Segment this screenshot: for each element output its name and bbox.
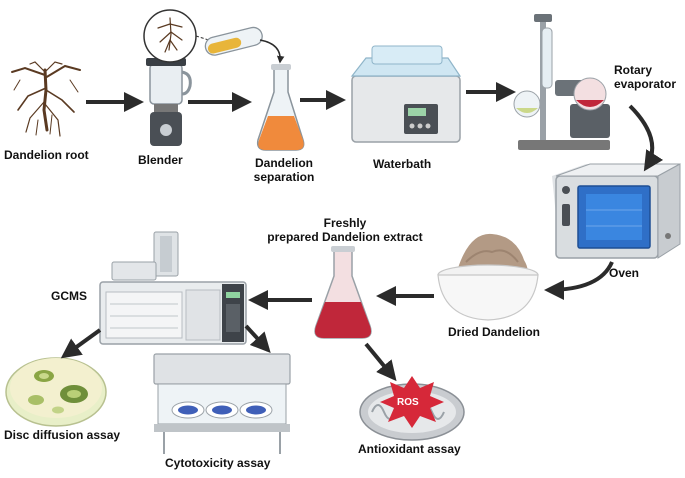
oven-icon (552, 163, 681, 259)
label-dried-dandelion: Dried Dandelion (448, 325, 541, 339)
label-ros: ROS (397, 397, 419, 408)
arrow-oven-to-bowl (544, 261, 614, 300)
label-rotary-evaporator: Rotary evaporator (614, 63, 676, 91)
arrow-gcms-to-cabinet (244, 324, 271, 353)
ros-burst-icon (380, 376, 444, 428)
label-rotary-line2: evaporator (614, 77, 677, 91)
label-waterbath: Waterbath (373, 157, 432, 171)
label-cytotoxicity: Cytotoxicity assay (165, 456, 271, 470)
waterbath-icon (350, 45, 462, 143)
label-rotary-line1: Rotary (614, 63, 653, 77)
label-gcms: GCMS (51, 289, 87, 303)
flask-red-icon (314, 246, 372, 339)
label-oven: Oven (609, 266, 640, 280)
arrow-flask-to-mitochondrion (364, 342, 397, 382)
label-fresh-extract: Freshly prepared Dandelion extract (260, 216, 430, 244)
tube-pour-arrow (259, 39, 285, 64)
flask-orange-icon (256, 64, 305, 151)
root-sample-inset-icon (143, 9, 216, 63)
label-dandelion-separation-line2: separation (253, 170, 315, 184)
label-blender: Blender (138, 153, 183, 167)
petri-dish-icon (5, 357, 107, 427)
label-dandelion-separation-line1: Dandelion (254, 156, 313, 170)
test-tube-icon (204, 26, 263, 56)
label-dandelion-separation: Dandelion separation (252, 156, 316, 184)
label-antioxidant: Antioxidant assay (358, 442, 461, 456)
flow-arrows (60, 82, 664, 382)
label-fresh-extract-line2: prepared Dandelion extract (267, 230, 423, 244)
rotary-evaporator-icon (513, 14, 610, 150)
blender-icon (146, 58, 192, 146)
label-dandelion-root: Dandelion root (4, 148, 89, 162)
arrow-gcms-to-petri (60, 328, 102, 359)
gcms-instrument-icon (99, 231, 247, 345)
label-fresh-extract-line1: Freshly (323, 216, 367, 230)
dandelion-root-icon (11, 61, 81, 137)
arrow-rotary-to-oven (628, 104, 664, 172)
label-disc-diffusion: Disc diffusion assay (4, 428, 121, 442)
biosafety-cabinet-icon (153, 353, 291, 454)
dried-dandelion-bowl-icon (437, 233, 539, 321)
